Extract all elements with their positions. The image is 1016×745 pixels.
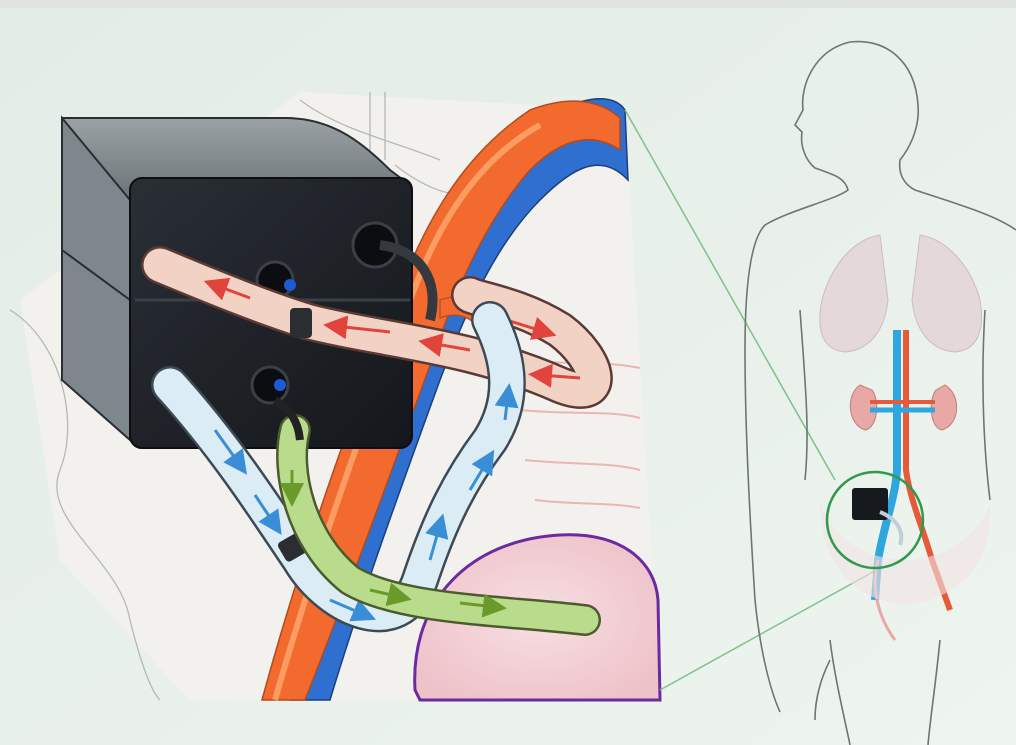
connector-clamp-top	[290, 308, 312, 338]
